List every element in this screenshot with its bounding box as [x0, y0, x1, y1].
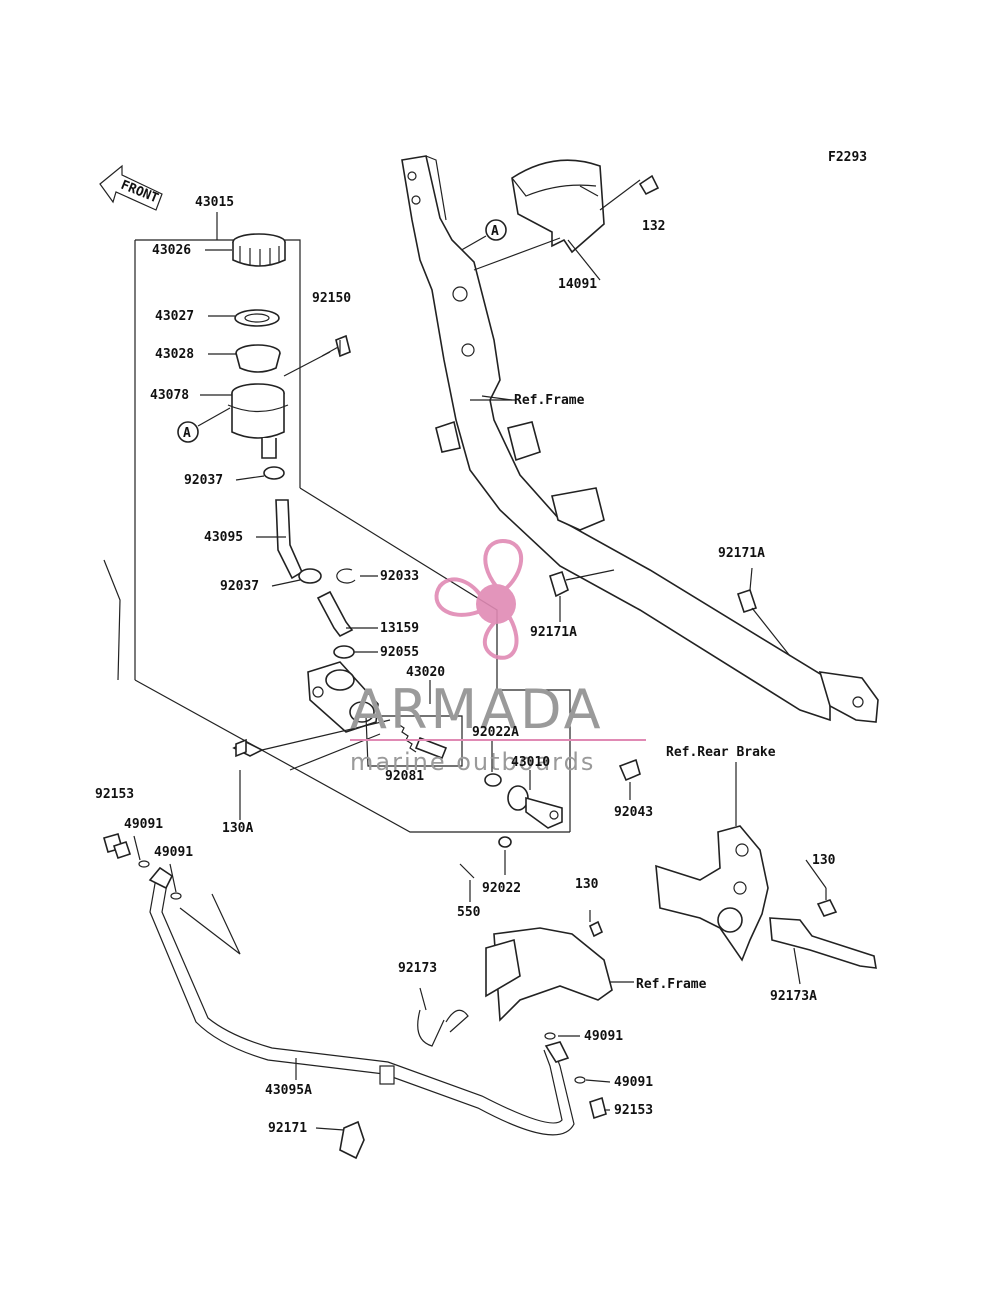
label-92150: 92150: [312, 291, 351, 306]
reservoir-hose: [275, 499, 304, 580]
o-ring-92055: [333, 645, 355, 659]
label-550: 550: [457, 905, 481, 920]
label-92173: 92173: [398, 961, 437, 976]
label-43020: 43020: [406, 665, 445, 680]
cotter-pin: [459, 863, 475, 879]
clamp-92171A-b: [736, 567, 791, 657]
bracket-92173A: [769, 888, 877, 985]
rear-brake-bracket: [655, 762, 769, 962]
watermark-logo-icon: [434, 539, 523, 660]
zigzag-lines: [103, 559, 241, 955]
hose-end-bolt-lower: [544, 1032, 607, 1120]
ref-frame-leader: [481, 395, 513, 401]
brake-hose: [148, 866, 575, 1136]
leader-lines-left: [200, 249, 631, 902]
clamp-92171A-a: [549, 569, 615, 622]
label-43095A: 43095A: [265, 1083, 312, 1098]
label-92171A-right: 92171A: [718, 546, 765, 561]
diaphragm-plate: [234, 309, 280, 327]
label-ref-frame-lower: Ref.Frame: [636, 977, 707, 992]
label-92081: 92081: [385, 769, 424, 784]
callout-a-upper: A: [457, 219, 507, 253]
label-130-right: 130: [812, 853, 836, 868]
label-43010: 43010: [511, 755, 550, 770]
label-92171A-center: 92171A: [530, 625, 577, 640]
lower-frame-bracket: [417, 910, 634, 1047]
label-13159: 13159: [380, 621, 419, 636]
label-43027: 43027: [155, 309, 194, 324]
label-ref-frame-upper: Ref.Frame: [514, 393, 585, 408]
label-49091-d: 49091: [614, 1075, 653, 1090]
label-132: 132: [642, 219, 665, 234]
label-92037-upper: 92037: [184, 473, 223, 488]
bolt-92150: [321, 334, 351, 358]
label-43015: 43015: [195, 195, 234, 210]
label-49091-a: 49091: [124, 817, 163, 832]
push-rod-clevis: [507, 785, 563, 829]
hose-end-bolt-upper: [103, 833, 182, 900]
watermark-tagline: marine outboards: [350, 748, 595, 776]
label-92153-lower: 92153: [614, 1103, 653, 1118]
label-43095: 43095: [204, 530, 243, 545]
reservoir-cap: [232, 233, 286, 267]
clamp-92171: [315, 1120, 365, 1160]
label-130A: 130A: [222, 821, 253, 836]
hose-clamp-lower: [298, 568, 322, 584]
watermark-brand: ARMADA: [350, 678, 604, 741]
diaphragm: [235, 344, 281, 373]
fitting-elbow: [316, 590, 354, 638]
label-92171: 92171: [268, 1121, 307, 1136]
leader-lines-right: [133, 835, 827, 1111]
label-43078: 43078: [150, 388, 189, 403]
pin-92043: [618, 758, 641, 782]
label-92153-upper: 92153: [95, 787, 134, 802]
label-92037-lower: 92037: [220, 579, 259, 594]
label-92055: 92055: [380, 645, 419, 660]
label-14091: 14091: [558, 277, 597, 292]
assembly-bracket-43015: [134, 212, 571, 833]
hose-clamp-upper: [263, 466, 285, 480]
circlip-92022A: [484, 773, 502, 787]
figure-code: F2293: [828, 150, 867, 165]
label-92033: 92033: [380, 569, 419, 584]
svg-text:A: A: [183, 426, 191, 441]
label-92173A: 92173A: [770, 989, 817, 1004]
label-92022A: 92022A: [472, 725, 519, 740]
svg-text:A: A: [491, 224, 499, 239]
callout-a-lower: A: [177, 407, 231, 443]
label-49091-c: 49091: [584, 1029, 623, 1044]
circlip: [336, 568, 356, 584]
frame-rail: [401, 155, 879, 723]
master-cylinder-body: [307, 661, 379, 733]
label-49091-b: 49091: [154, 845, 193, 860]
heat-guard: [473, 159, 660, 281]
washer-92022: [498, 836, 512, 848]
label-43028: 43028: [155, 347, 194, 362]
piston-spring: [397, 723, 448, 760]
bolt-130A: [232, 738, 264, 758]
label-ref-rear-brake: Ref.Rear Brake: [666, 745, 776, 760]
label-43026: 43026: [152, 243, 191, 258]
front-arrow-icon: FRONT: [99, 164, 163, 211]
reservoir-body: [227, 383, 289, 459]
label-130-center: 130: [575, 877, 599, 892]
label-92022: 92022: [482, 881, 521, 896]
label-92043: 92043: [614, 805, 653, 820]
